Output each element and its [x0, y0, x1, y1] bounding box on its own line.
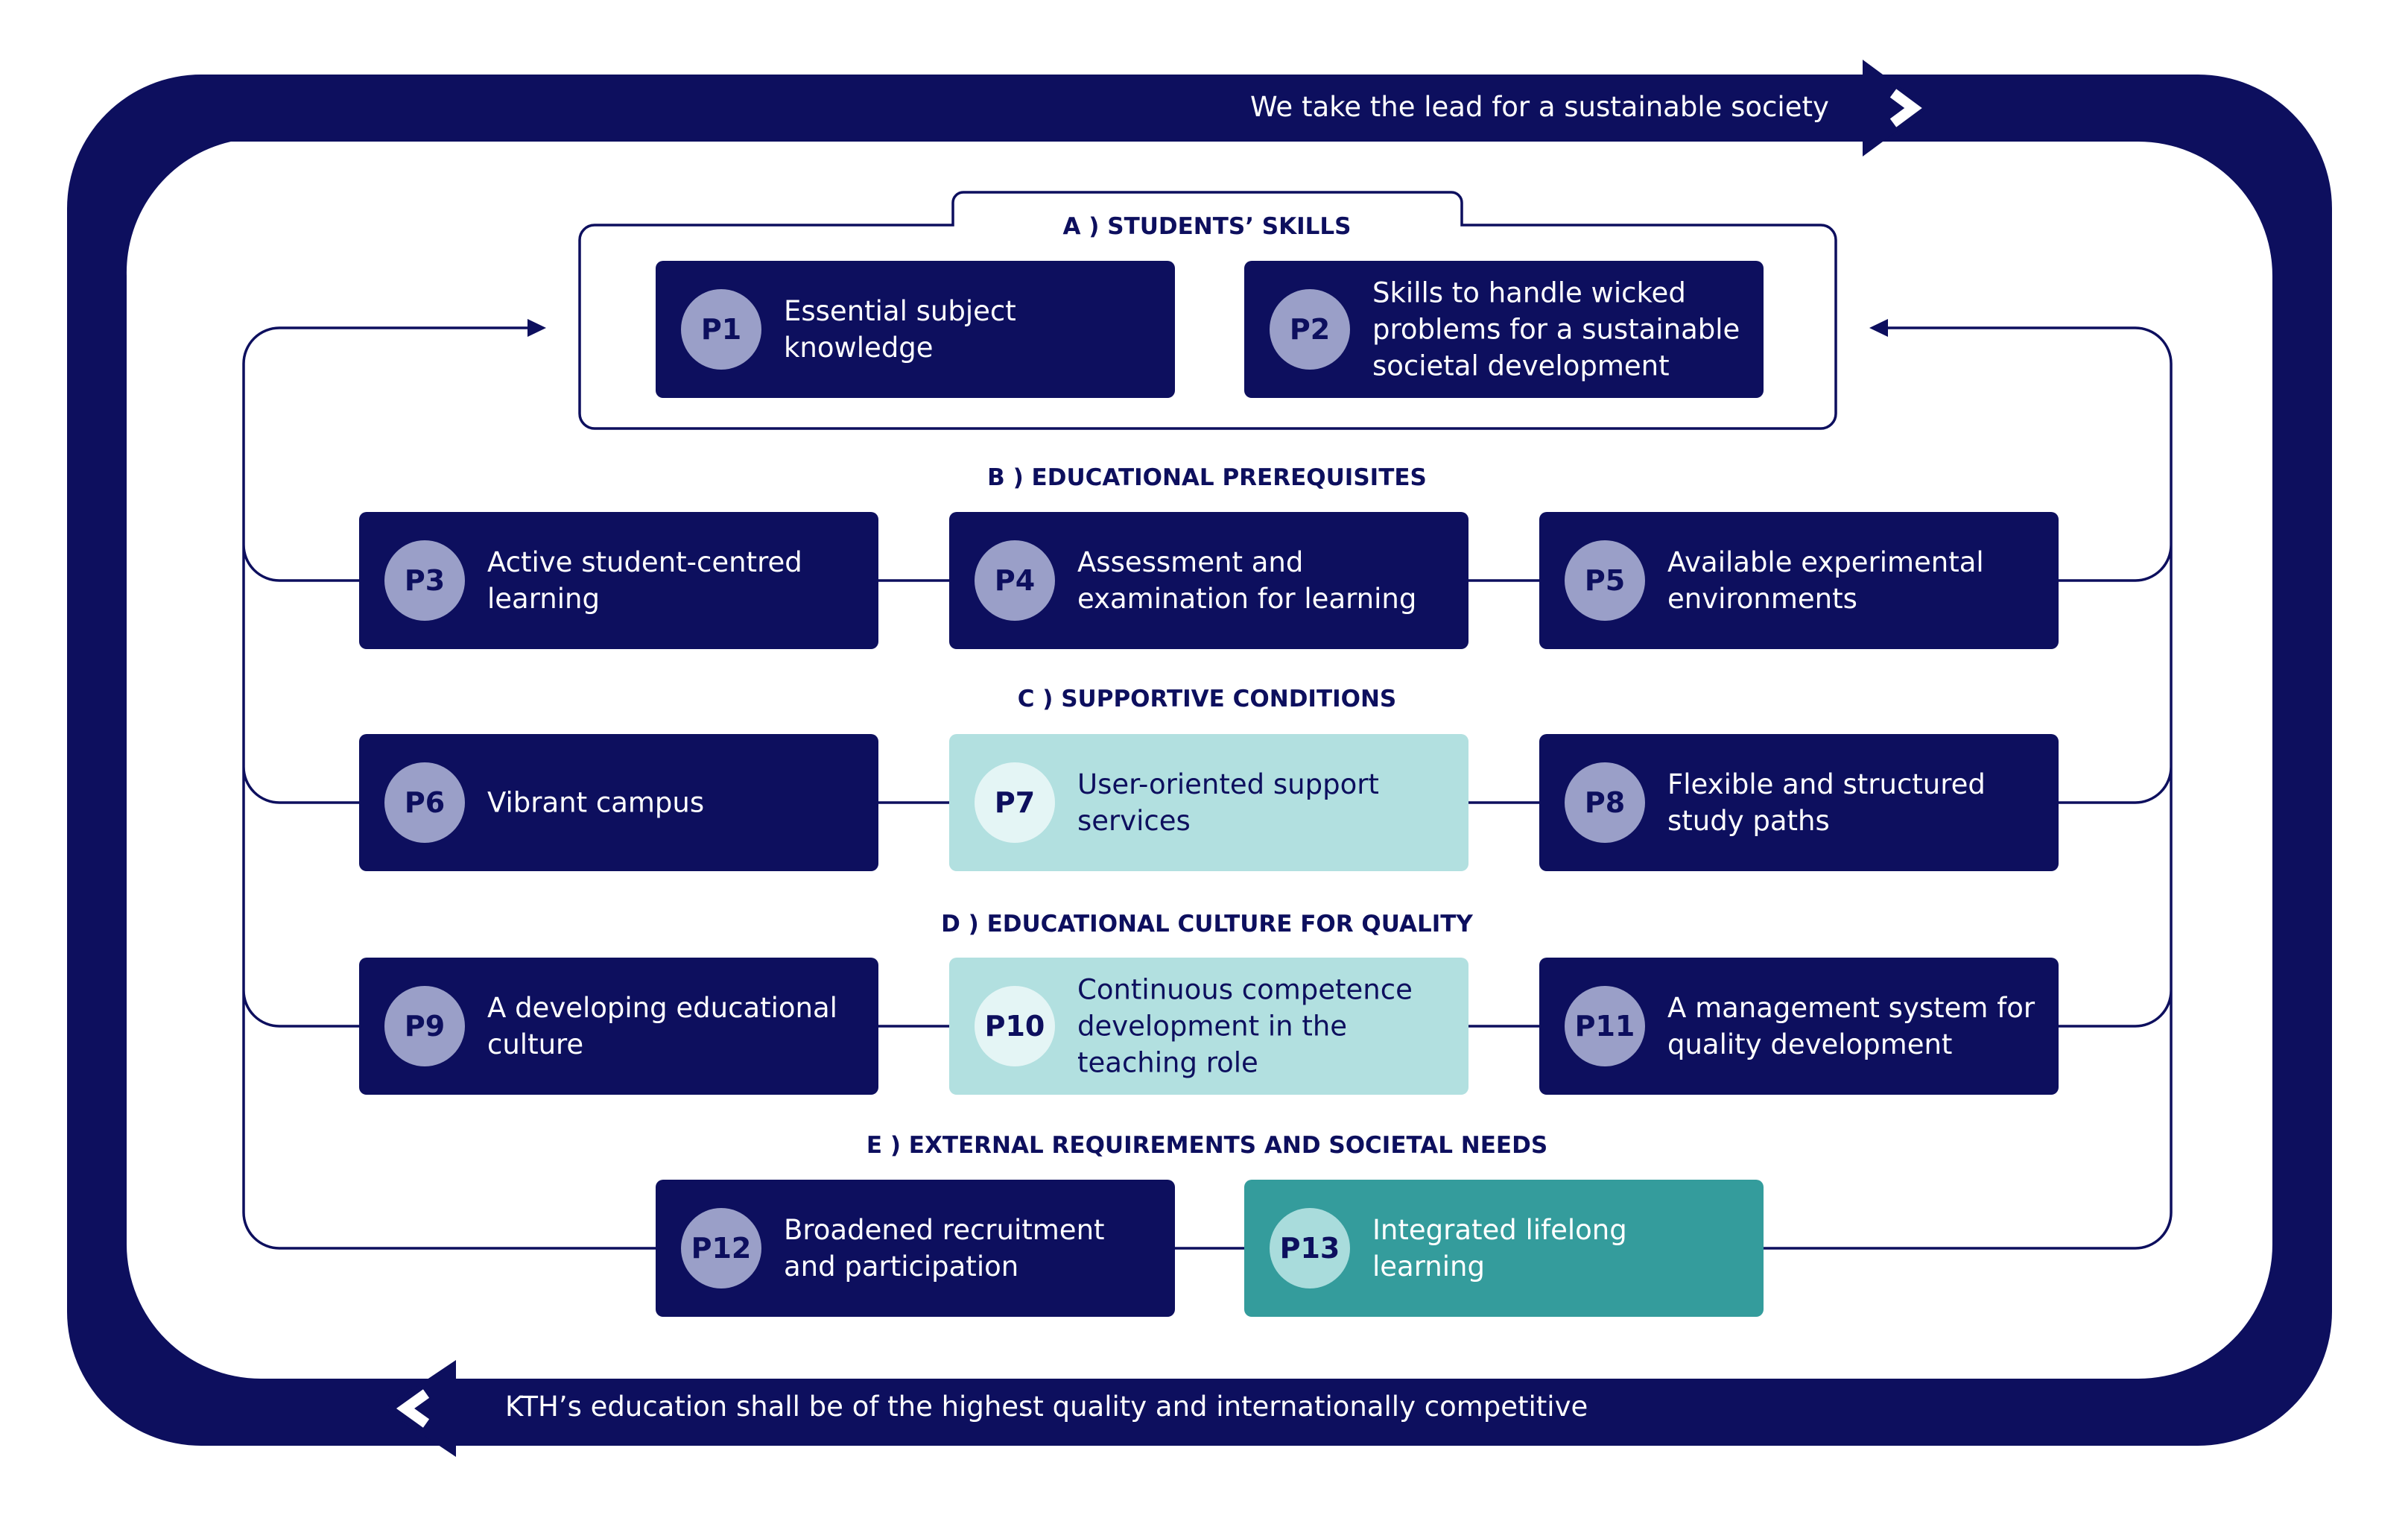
top-arrowhead — [1863, 60, 1928, 156]
priority-p1: P1 Essential subject knowledge — [656, 261, 1175, 398]
priority-number-badge: P5 — [1565, 540, 1645, 621]
section-a-label: A ) STUDENTS’ SKILLS — [1062, 213, 1352, 240]
priority-text: Available experimental environments — [1667, 546, 1984, 615]
priority-number-badge: P7 — [975, 762, 1055, 843]
priority-text: Flexible and structured study paths — [1667, 768, 1986, 837]
priority-number-badge: P11 — [1565, 986, 1645, 1066]
priority-p13: P13 Integrated lifelong learning — [1244, 1180, 1764, 1317]
priority-text: Broadened recruitment and participation — [784, 1214, 1105, 1283]
section-d-label: D ) EDUCATIONAL CULTURE FOR QUALITY — [941, 911, 1473, 937]
priority-p6: P6 Vibrant campus — [359, 734, 878, 871]
priority-p7: P7 User-oriented support services — [949, 734, 1468, 871]
priority-text: A management system for quality developm… — [1667, 992, 2035, 1060]
priority-p2: P2 Skills to handle wicked problems for … — [1244, 261, 1764, 398]
section-e-label: E ) EXTERNAL REQUIREMENTS AND SOCIETAL N… — [866, 1132, 1548, 1159]
priority-number-badge: P3 — [384, 540, 465, 621]
top-arrow-chevron — [1889, 89, 1922, 127]
priority-text: Essential subject knowledge — [784, 295, 1016, 364]
priority-text: Skills to handle wicked problems for a s… — [1372, 276, 1740, 382]
priority-text: Integrated lifelong learning — [1372, 1214, 1627, 1283]
priority-p8: P8 Flexible and structured study paths — [1539, 734, 2059, 871]
priority-number-badge: P10 — [975, 986, 1055, 1066]
priority-number-badge: P2 — [1270, 289, 1350, 370]
priority-text: Continuous competence development in the… — [1077, 973, 1413, 1079]
left-loop-arrowhead — [527, 319, 546, 337]
priority-p4: P4 Assessment and examination for learni… — [949, 512, 1468, 649]
priority-p11: P11 A management system for quality deve… — [1539, 958, 2059, 1095]
top-ring-text: We take the lead for a sustainable socie… — [1250, 91, 1829, 123]
left-feedback-loop — [242, 326, 656, 1250]
priority-number-badge: P6 — [384, 762, 465, 843]
priority-p5: P5 Available experimental environments — [1539, 512, 2059, 649]
priority-text: User-oriented support services — [1077, 768, 1379, 837]
priority-number-badge: P9 — [384, 986, 465, 1066]
priority-number-badge: P13 — [1270, 1208, 1350, 1288]
priority-text: A developing educational culture — [487, 992, 837, 1060]
bottom-arrowhead — [384, 1360, 456, 1457]
bottom-ring-text: KTH’s education shall be of the highest … — [505, 1391, 1588, 1423]
priority-text: Assessment and examination for learning — [1077, 546, 1417, 615]
priority-text: Vibrant campus — [487, 786, 705, 819]
section-b-label: B ) EDUCATIONAL PREREQUISITES — [987, 464, 1427, 491]
row-connectors — [878, 579, 1539, 1250]
priority-number-badge: P12 — [681, 1208, 761, 1288]
priority-number-badge: P8 — [1565, 762, 1645, 843]
priority-p3: P3 Active student-centred learning — [359, 512, 878, 649]
priority-p10: P10 Continuous competence development in… — [949, 958, 1468, 1095]
right-loop-arrowhead — [1869, 319, 1888, 337]
section-c-label: C ) SUPPORTIVE CONDITIONS — [1017, 686, 1397, 712]
section-a-frame — [578, 191, 1837, 430]
bottom-arrow-chevron — [396, 1389, 430, 1428]
priority-p9: P9 A developing educational culture — [359, 958, 878, 1095]
priority-number-badge: P4 — [975, 540, 1055, 621]
right-feedback-loop — [1761, 326, 2173, 1250]
priority-number-badge: P1 — [681, 289, 761, 370]
priority-text: Active student-centred learning — [487, 546, 802, 615]
priority-p12: P12 Broadened recruitment and participat… — [656, 1180, 1175, 1317]
